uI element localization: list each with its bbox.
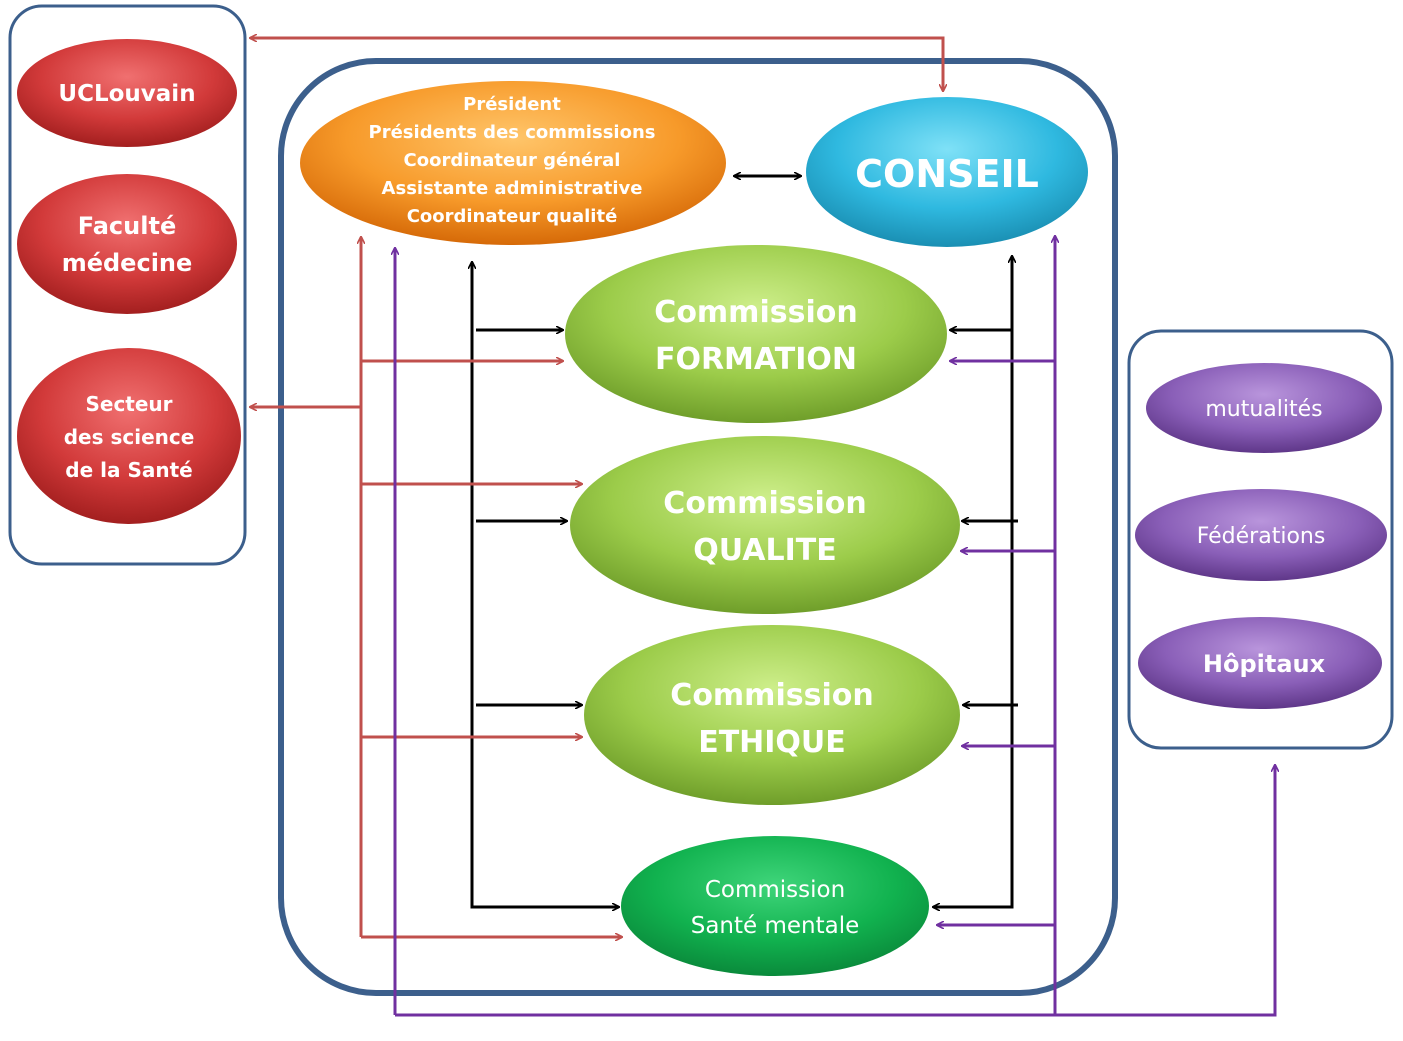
node-mutualites-label: mutualités	[1205, 397, 1322, 422]
node-faculte-label-line2: médecine	[62, 249, 193, 277]
node-hopitaux: Hôpitaux	[1138, 617, 1382, 709]
node-ethique-line2: ETHIQUE	[698, 725, 846, 760]
node-conseil: CONSEIL	[806, 97, 1088, 247]
node-sante-line2: Santé mentale	[691, 913, 860, 939]
node-presidency-line1: Président	[463, 94, 561, 115]
node-qualite-line1: Commission	[663, 486, 866, 521]
node-conseil-label: CONSEIL	[855, 152, 1039, 196]
node-secteur-sante: Secteur des science de la Santé	[17, 348, 241, 524]
node-presidency: Président Présidents des commissions Coo…	[300, 81, 726, 245]
node-formation-line1: Commission	[654, 295, 857, 330]
node-presidency-line3: Coordinateur général	[404, 150, 621, 171]
node-hopitaux-label: Hôpitaux	[1203, 650, 1326, 678]
node-faculte-label-line1: Faculté	[78, 212, 176, 240]
node-commission-qualite: Commission QUALITE	[570, 436, 960, 614]
node-federations-label: Fédérations	[1197, 524, 1326, 549]
node-secteur-label-line2: des science	[64, 425, 195, 449]
node-ethique-line1: Commission	[670, 678, 873, 713]
node-federations: Fédérations	[1135, 489, 1387, 581]
node-commission-ethique: Commission ETHIQUE	[584, 625, 960, 805]
black-connectors	[472, 176, 1018, 907]
node-secteur-label-line1: Secteur	[85, 392, 172, 416]
node-uclouvain: UCLouvain	[17, 39, 237, 147]
node-secteur-label-line3: de la Santé	[65, 458, 192, 482]
left-group-frame	[8, 4, 247, 566]
node-sante-line1: Commission	[705, 877, 845, 903]
node-mutualites: mutualités	[1146, 363, 1382, 453]
purple-connectors	[395, 236, 1275, 1017]
node-formation-line2: FORMATION	[655, 342, 857, 377]
node-commission-formation: Commission FORMATION	[565, 245, 947, 423]
node-presidency-line2: Présidents des commissions	[369, 122, 656, 143]
node-qualite-line2: QUALITE	[693, 533, 836, 568]
right-group-frame	[1127, 329, 1394, 750]
node-uclouvain-label: UCLouvain	[58, 81, 195, 107]
node-faculte-medecine: Faculté médecine	[17, 174, 237, 314]
node-commission-sante-mentale: Commission Santé mentale	[621, 836, 929, 976]
node-presidency-line5: Coordinateur qualité	[407, 206, 618, 227]
node-presidency-line4: Assistante administrative	[382, 178, 643, 199]
